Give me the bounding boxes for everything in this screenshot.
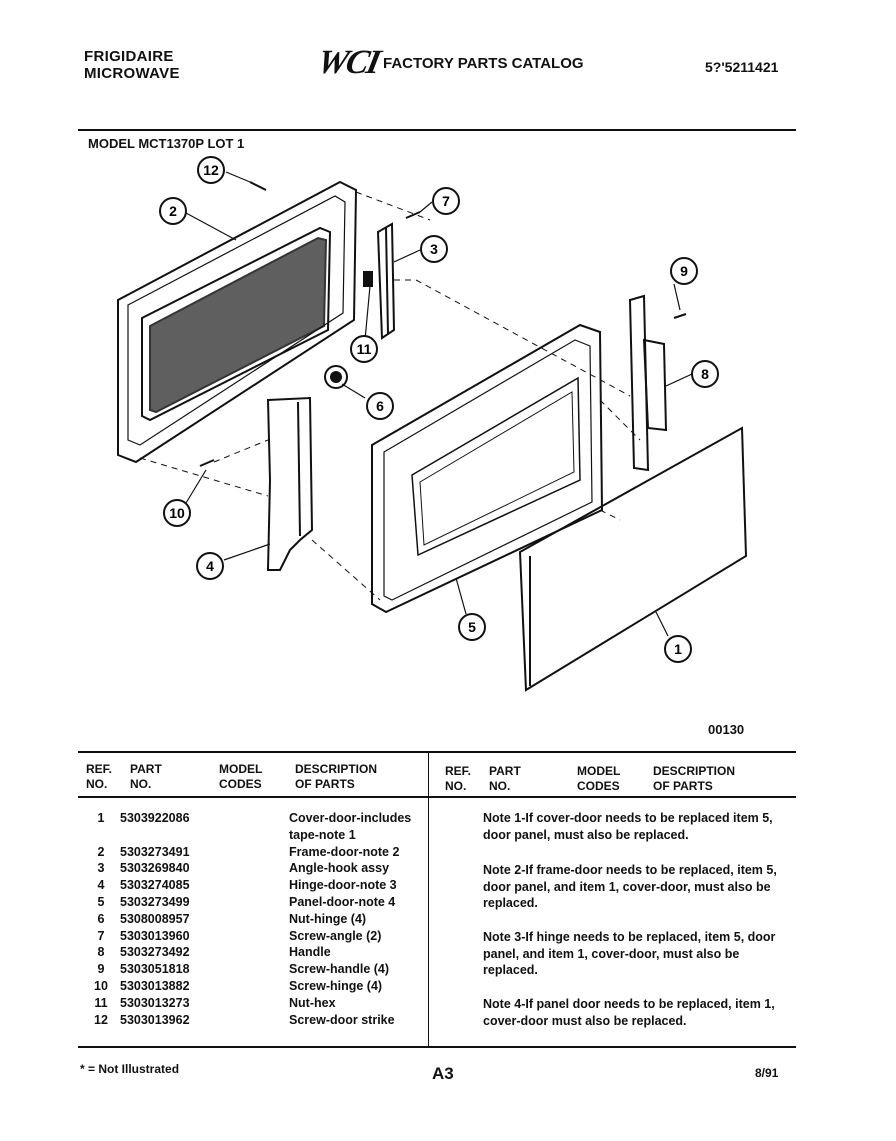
ref-cell: 6 bbox=[97, 911, 105, 926]
svg-text:3: 3 bbox=[430, 241, 438, 257]
desc-cell: Screw-handle (4) bbox=[289, 962, 390, 977]
part-cell: 5303269840 bbox=[120, 861, 190, 876]
ref-cell: 5 bbox=[97, 894, 105, 909]
ref-cell: 7 bbox=[97, 928, 105, 943]
part-cell: 5303013882 bbox=[120, 978, 190, 993]
svg-text:2: 2 bbox=[169, 203, 177, 219]
desc-cell: Screw-door strike bbox=[289, 1012, 395, 1027]
callout-3: 3 bbox=[420, 235, 448, 263]
desc-cell: tape-note 1 bbox=[289, 827, 356, 842]
part-cell: 5303273491 bbox=[120, 844, 190, 859]
note-4: Note 4-If panel door needs to be replace… bbox=[483, 997, 775, 1028]
wci-logo: WCI bbox=[314, 44, 383, 81]
callout-2: 2 bbox=[159, 197, 187, 225]
svg-text:9: 9 bbox=[680, 263, 688, 279]
ref-cell: 11 bbox=[94, 995, 108, 1010]
callout-1: 1 bbox=[664, 635, 692, 663]
svg-text:7: 7 bbox=[442, 193, 450, 209]
ref-cell: 4 bbox=[97, 878, 105, 893]
ref-cell: 3 bbox=[97, 861, 105, 876]
ref-cell bbox=[86, 827, 116, 844]
part-cell: 5303013962 bbox=[120, 1012, 190, 1027]
desc-cell: Cover-door-includes bbox=[289, 811, 412, 825]
desc-cell: Nut-hinge (4) bbox=[289, 911, 367, 926]
desc-cell: Nut-hex bbox=[289, 995, 336, 1010]
page-number: A3 bbox=[432, 1064, 454, 1083]
part-cell bbox=[120, 827, 190, 844]
callout-7: 7 bbox=[432, 187, 460, 215]
callout-9: 9 bbox=[670, 257, 698, 285]
catalog-title: FACTORY PARTS CATALOG bbox=[383, 55, 584, 72]
callout-8: 8 bbox=[691, 360, 719, 388]
not-illustrated-legend: * = Not Illustrated bbox=[80, 1062, 180, 1076]
desc-cell: Angle-hook assy bbox=[289, 861, 390, 876]
header-underline bbox=[78, 796, 796, 798]
table-top-divider bbox=[78, 751, 796, 753]
hdr-ref-left: REF.NO. bbox=[86, 762, 113, 791]
note-1: Note 1-If cover-door needs to be replace… bbox=[483, 811, 773, 842]
callout-5: 5 bbox=[458, 613, 486, 641]
table-bottom-divider bbox=[78, 1046, 796, 1048]
svg-text:6: 6 bbox=[376, 398, 384, 414]
drawing-number: 00130 bbox=[708, 722, 745, 737]
callout-12: 12 bbox=[197, 156, 225, 184]
part-cell: 5303273499 bbox=[120, 894, 190, 909]
brand-block: FRIGIDAIRE MICROWAVE bbox=[84, 48, 180, 82]
svg-text:11: 11 bbox=[357, 341, 372, 357]
desc-column: Cover-door-includes tape-note 1 Frame-do… bbox=[289, 810, 411, 1028]
desc-cell: Handle bbox=[289, 945, 331, 960]
part-cell: 5303273492 bbox=[120, 945, 190, 960]
desc-cell: Frame-door-note 2 bbox=[289, 844, 400, 859]
door-frame-part bbox=[117, 180, 358, 464]
desc-cell: Screw-hinge (4) bbox=[289, 978, 383, 993]
desc-cell: Panel-door-note 4 bbox=[289, 894, 396, 909]
part-cell: 5303922086 bbox=[120, 811, 190, 825]
hdr-ref-right: REF.NO. bbox=[445, 764, 472, 793]
callout-6: 6 bbox=[366, 392, 394, 420]
note-3: Note 3-If hinge needs to be replaced, it… bbox=[483, 930, 776, 977]
brand-line-2: MICROWAVE bbox=[84, 65, 180, 82]
svg-text:4: 4 bbox=[206, 558, 214, 574]
catalog-number: 5?'5211421 bbox=[705, 59, 779, 75]
model-line: MODEL MCT1370P LOT 1 bbox=[88, 136, 245, 151]
desc-cell: Screw-angle (2) bbox=[289, 928, 382, 943]
exploded-parts-diagram: 12 2 7 3 9 11 8 6 10 4 5 1 bbox=[117, 156, 748, 692]
ref-cell: 8 bbox=[97, 945, 105, 960]
note-2: Note 2-If frame-door needs to be replace… bbox=[483, 863, 777, 910]
svg-text:10: 10 bbox=[169, 505, 185, 521]
callout-4: 4 bbox=[196, 552, 224, 580]
part-column: 5303922086 5303273491 5303269840 5303274… bbox=[120, 810, 190, 1028]
catalog-date: 8/91 bbox=[755, 1066, 779, 1080]
svg-text:5: 5 bbox=[468, 619, 476, 635]
callout-10: 10 bbox=[163, 499, 191, 527]
part-cell: 5303051818 bbox=[120, 962, 190, 977]
ref-cell: 1 bbox=[97, 811, 105, 825]
callout-11: 11 bbox=[350, 335, 378, 363]
ref-cell: 9 bbox=[97, 962, 105, 977]
brand-line-1: FRIGIDAIRE bbox=[84, 48, 174, 65]
ref-cell: 2 bbox=[97, 844, 105, 859]
ref-column: 1 2 3 4 5 6 7 8 9 10 11 12 bbox=[86, 810, 116, 1028]
svg-text:12: 12 bbox=[203, 162, 219, 178]
column-divider bbox=[428, 752, 429, 1046]
part-cell: 5308008957 bbox=[120, 911, 190, 926]
part-cell: 5303013960 bbox=[120, 928, 190, 943]
part-cell: 5303274085 bbox=[120, 878, 190, 893]
desc-cell: Hinge-door-note 3 bbox=[289, 878, 397, 893]
part-cell: 5303013273 bbox=[120, 995, 190, 1010]
svg-text:1: 1 bbox=[674, 641, 682, 657]
svg-text:8: 8 bbox=[701, 366, 709, 382]
ref-cell: 10 bbox=[94, 978, 108, 993]
header-divider bbox=[78, 129, 796, 131]
ref-cell: 12 bbox=[94, 1012, 108, 1027]
